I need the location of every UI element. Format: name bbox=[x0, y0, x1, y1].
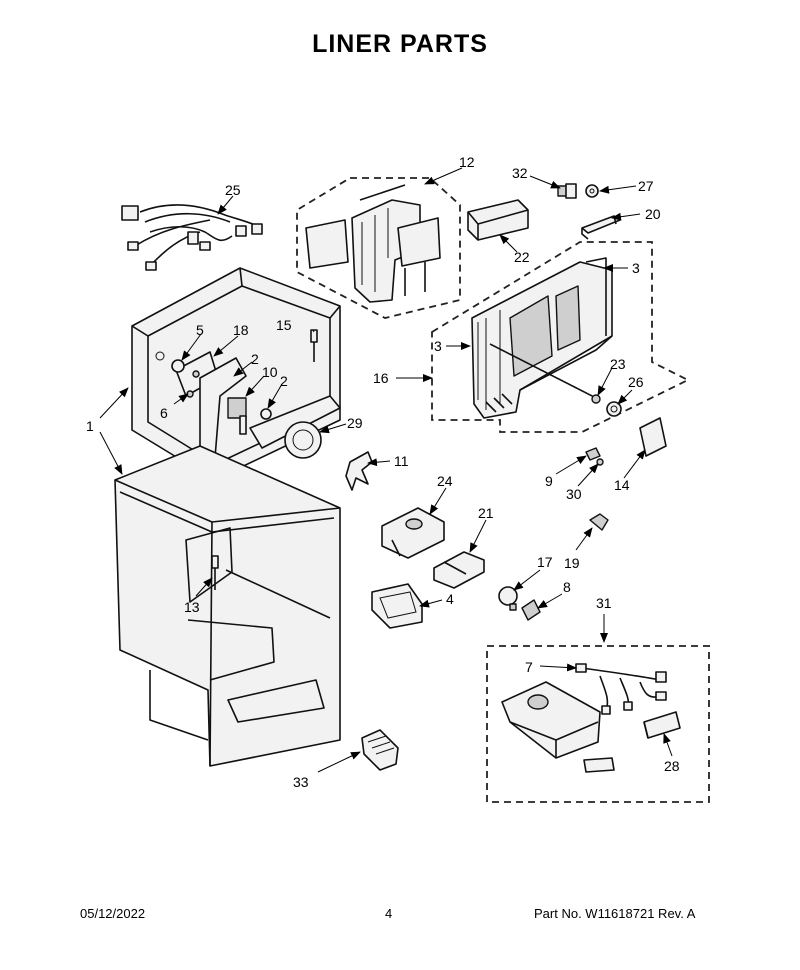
callout-11: 11 bbox=[394, 453, 409, 469]
thermistor-15 bbox=[310, 329, 318, 362]
air-damper-33 bbox=[361, 729, 399, 771]
control-knob-27 bbox=[585, 184, 599, 198]
grommet-2 bbox=[260, 408, 272, 420]
group-box-12 bbox=[296, 177, 461, 319]
callout-6: 6 bbox=[160, 405, 168, 421]
callout-26: 26 bbox=[628, 374, 644, 390]
callout-31: 31 bbox=[596, 595, 612, 611]
callout-27: 27 bbox=[638, 178, 654, 194]
callout-2b: 2 bbox=[280, 373, 288, 389]
light-housing bbox=[501, 681, 601, 759]
callout-18: 18 bbox=[233, 322, 249, 338]
fan-blade-11 bbox=[345, 451, 373, 491]
callout-8: 8 bbox=[563, 579, 571, 595]
callout-3b: 3 bbox=[434, 338, 442, 354]
callout-labels: 25 12 32 27 20 22 3 3 16 23 26 14 9 30 5… bbox=[86, 154, 680, 790]
shelf-handle-22 bbox=[467, 199, 529, 241]
label-card bbox=[583, 757, 615, 773]
callout-10: 10 bbox=[262, 364, 278, 380]
fan-shroud-29 bbox=[249, 395, 341, 459]
footer-date: 05/12/2022 bbox=[80, 906, 146, 921]
air-duct-assembly-12 bbox=[305, 184, 441, 303]
thermostat-23 bbox=[591, 394, 601, 404]
callout-13: 13 bbox=[184, 599, 200, 615]
control-housing-3 bbox=[471, 257, 613, 419]
light-shield-20 bbox=[581, 215, 621, 240]
callout-33: 33 bbox=[293, 774, 309, 790]
callout-22: 22 bbox=[514, 249, 530, 265]
group-box-16 bbox=[431, 241, 691, 433]
wire-harness-25 bbox=[121, 204, 263, 271]
callout-1: 1 bbox=[86, 418, 94, 434]
callout-2a: 2 bbox=[251, 351, 259, 367]
callout-23: 23 bbox=[610, 356, 626, 372]
led-board-28 bbox=[643, 711, 681, 739]
callout-29: 29 bbox=[347, 415, 363, 431]
callout-25: 25 bbox=[225, 182, 241, 198]
callout-21: 21 bbox=[478, 505, 494, 521]
thermistor-13 bbox=[211, 555, 219, 590]
callout-17: 17 bbox=[537, 554, 553, 570]
callout-15: 15 bbox=[276, 317, 292, 333]
callout-12: 12 bbox=[459, 154, 475, 170]
callout-20: 20 bbox=[645, 206, 661, 222]
refrigerator-liner-1 bbox=[114, 445, 341, 767]
callout-5: 5 bbox=[196, 322, 204, 338]
footer-part-number: Part No. W11618721 Rev. A bbox=[534, 906, 696, 921]
fan-motor-10 bbox=[227, 397, 247, 435]
callout-7: 7 bbox=[525, 659, 533, 675]
leader-lines bbox=[99, 167, 673, 773]
footer-page-number: 4 bbox=[385, 906, 393, 921]
group-box-31 bbox=[486, 645, 710, 803]
drain-pan-24 bbox=[381, 507, 445, 559]
callout-30: 30 bbox=[566, 486, 582, 502]
page-title: LINER PARTS bbox=[312, 30, 488, 58]
callout-9: 9 bbox=[545, 473, 553, 489]
callout-24: 24 bbox=[437, 473, 453, 489]
light-socket-8 bbox=[521, 599, 541, 621]
callout-4: 4 bbox=[446, 591, 454, 607]
callout-32: 32 bbox=[512, 165, 528, 181]
control-cover-14 bbox=[639, 417, 667, 457]
callout-16: 16 bbox=[373, 370, 389, 386]
callout-14: 14 bbox=[614, 477, 630, 493]
grommet-5 bbox=[155, 351, 185, 373]
light-socket-26 bbox=[606, 401, 622, 417]
callout-3a: 3 bbox=[632, 260, 640, 276]
wire-harness-7 bbox=[575, 663, 667, 715]
thermostat-knob-32 bbox=[557, 183, 577, 199]
shelf-bracket-21 bbox=[433, 551, 485, 589]
control-shaft bbox=[489, 343, 601, 401]
light-bulb-cover-19 bbox=[589, 513, 609, 531]
callout-28: 28 bbox=[664, 758, 680, 774]
light-bulb-17 bbox=[498, 586, 518, 611]
callout-19: 19 bbox=[564, 555, 580, 571]
crisper-cover-4 bbox=[371, 583, 423, 629]
screw-9 bbox=[585, 447, 601, 461]
